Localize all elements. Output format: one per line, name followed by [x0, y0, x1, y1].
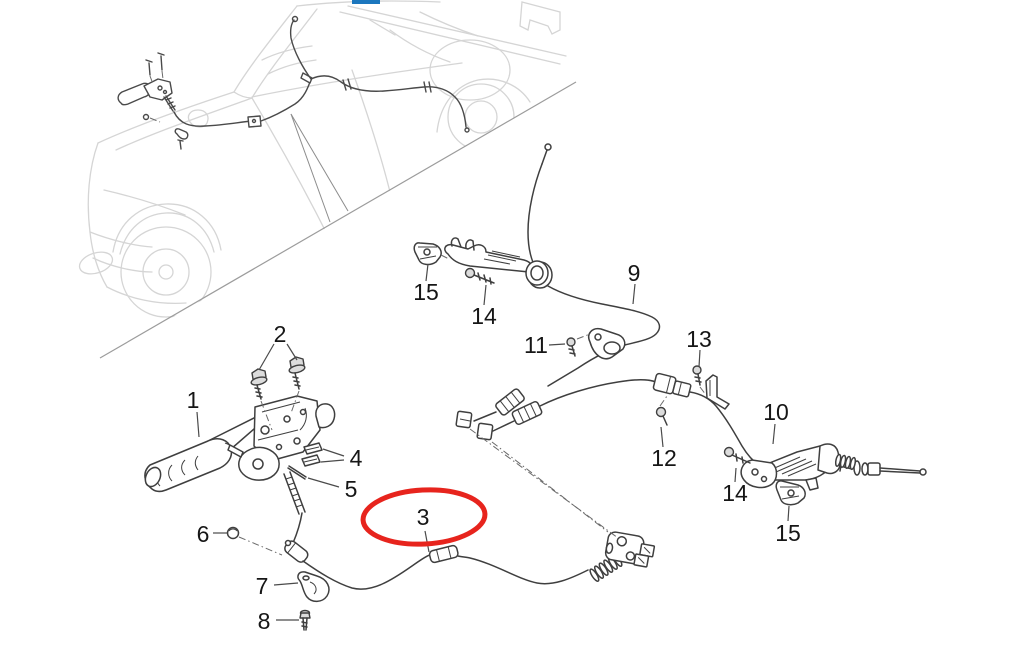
callout-12: 12 — [651, 445, 677, 471]
leader-lines — [196, 263, 790, 621]
part-10-right-rear-cable — [476, 372, 927, 476]
callouts: 1 2 3 4 5 6 7 8 9 10 11 12 13 14 15 14 1… — [187, 260, 801, 634]
highlight-ellipse — [360, 487, 488, 547]
callout-6: 6 — [197, 521, 210, 547]
callout-15-right: 15 — [775, 520, 801, 546]
vehicle-sketch — [78, 0, 567, 318]
part-5-pin — [287, 465, 307, 480]
tear-line — [99, 81, 577, 359]
assembly-reference-lines — [238, 254, 707, 556]
callout-11: 11 — [524, 332, 548, 358]
part-11-bolt — [566, 337, 576, 357]
right-hanger-bracket — [740, 443, 857, 491]
callout-14-left: 14 — [471, 303, 497, 329]
callout-13: 13 — [686, 326, 712, 352]
top-edge-ui-fragment — [352, 0, 380, 4]
part-6-nut — [226, 526, 240, 540]
part-15-damper-right — [775, 480, 806, 506]
part-3-front-cable — [283, 471, 656, 590]
part-4-clips — [301, 442, 323, 467]
callout-15-left: 15 — [413, 279, 439, 305]
brake-system-overlay — [117, 15, 470, 150]
part-15-damper-left — [413, 242, 442, 266]
cable-guide-bracket — [588, 327, 626, 360]
callout-2: 2 — [274, 321, 287, 347]
callout-1: 1 — [187, 387, 200, 413]
callout-3: 3 — [417, 504, 430, 530]
callout-9: 9 — [628, 260, 641, 286]
part-14-bolt-left — [464, 267, 495, 285]
detail-wedge — [290, 113, 349, 223]
callout-4: 4 — [350, 445, 363, 471]
callout-10: 10 — [763, 399, 789, 425]
part-13-bolt — [692, 365, 702, 386]
callout-5: 5 — [345, 476, 358, 502]
callout-7: 7 — [256, 573, 269, 599]
callout-8: 8 — [258, 608, 271, 634]
equalizer-bracket — [604, 531, 656, 568]
left-hanger-bracket — [444, 237, 549, 286]
part-14-bolt-right — [723, 446, 751, 464]
part-1-handbrake-lever — [144, 395, 336, 493]
callout-14-right: 14 — [722, 480, 748, 506]
part-12-screw — [655, 406, 668, 426]
part-7-clamp — [297, 571, 330, 603]
cable-spring-coil — [589, 553, 623, 582]
part-13-bracket-plate — [705, 374, 730, 410]
part-2-bolts — [250, 356, 306, 431]
part-8-bolt — [299, 609, 311, 631]
